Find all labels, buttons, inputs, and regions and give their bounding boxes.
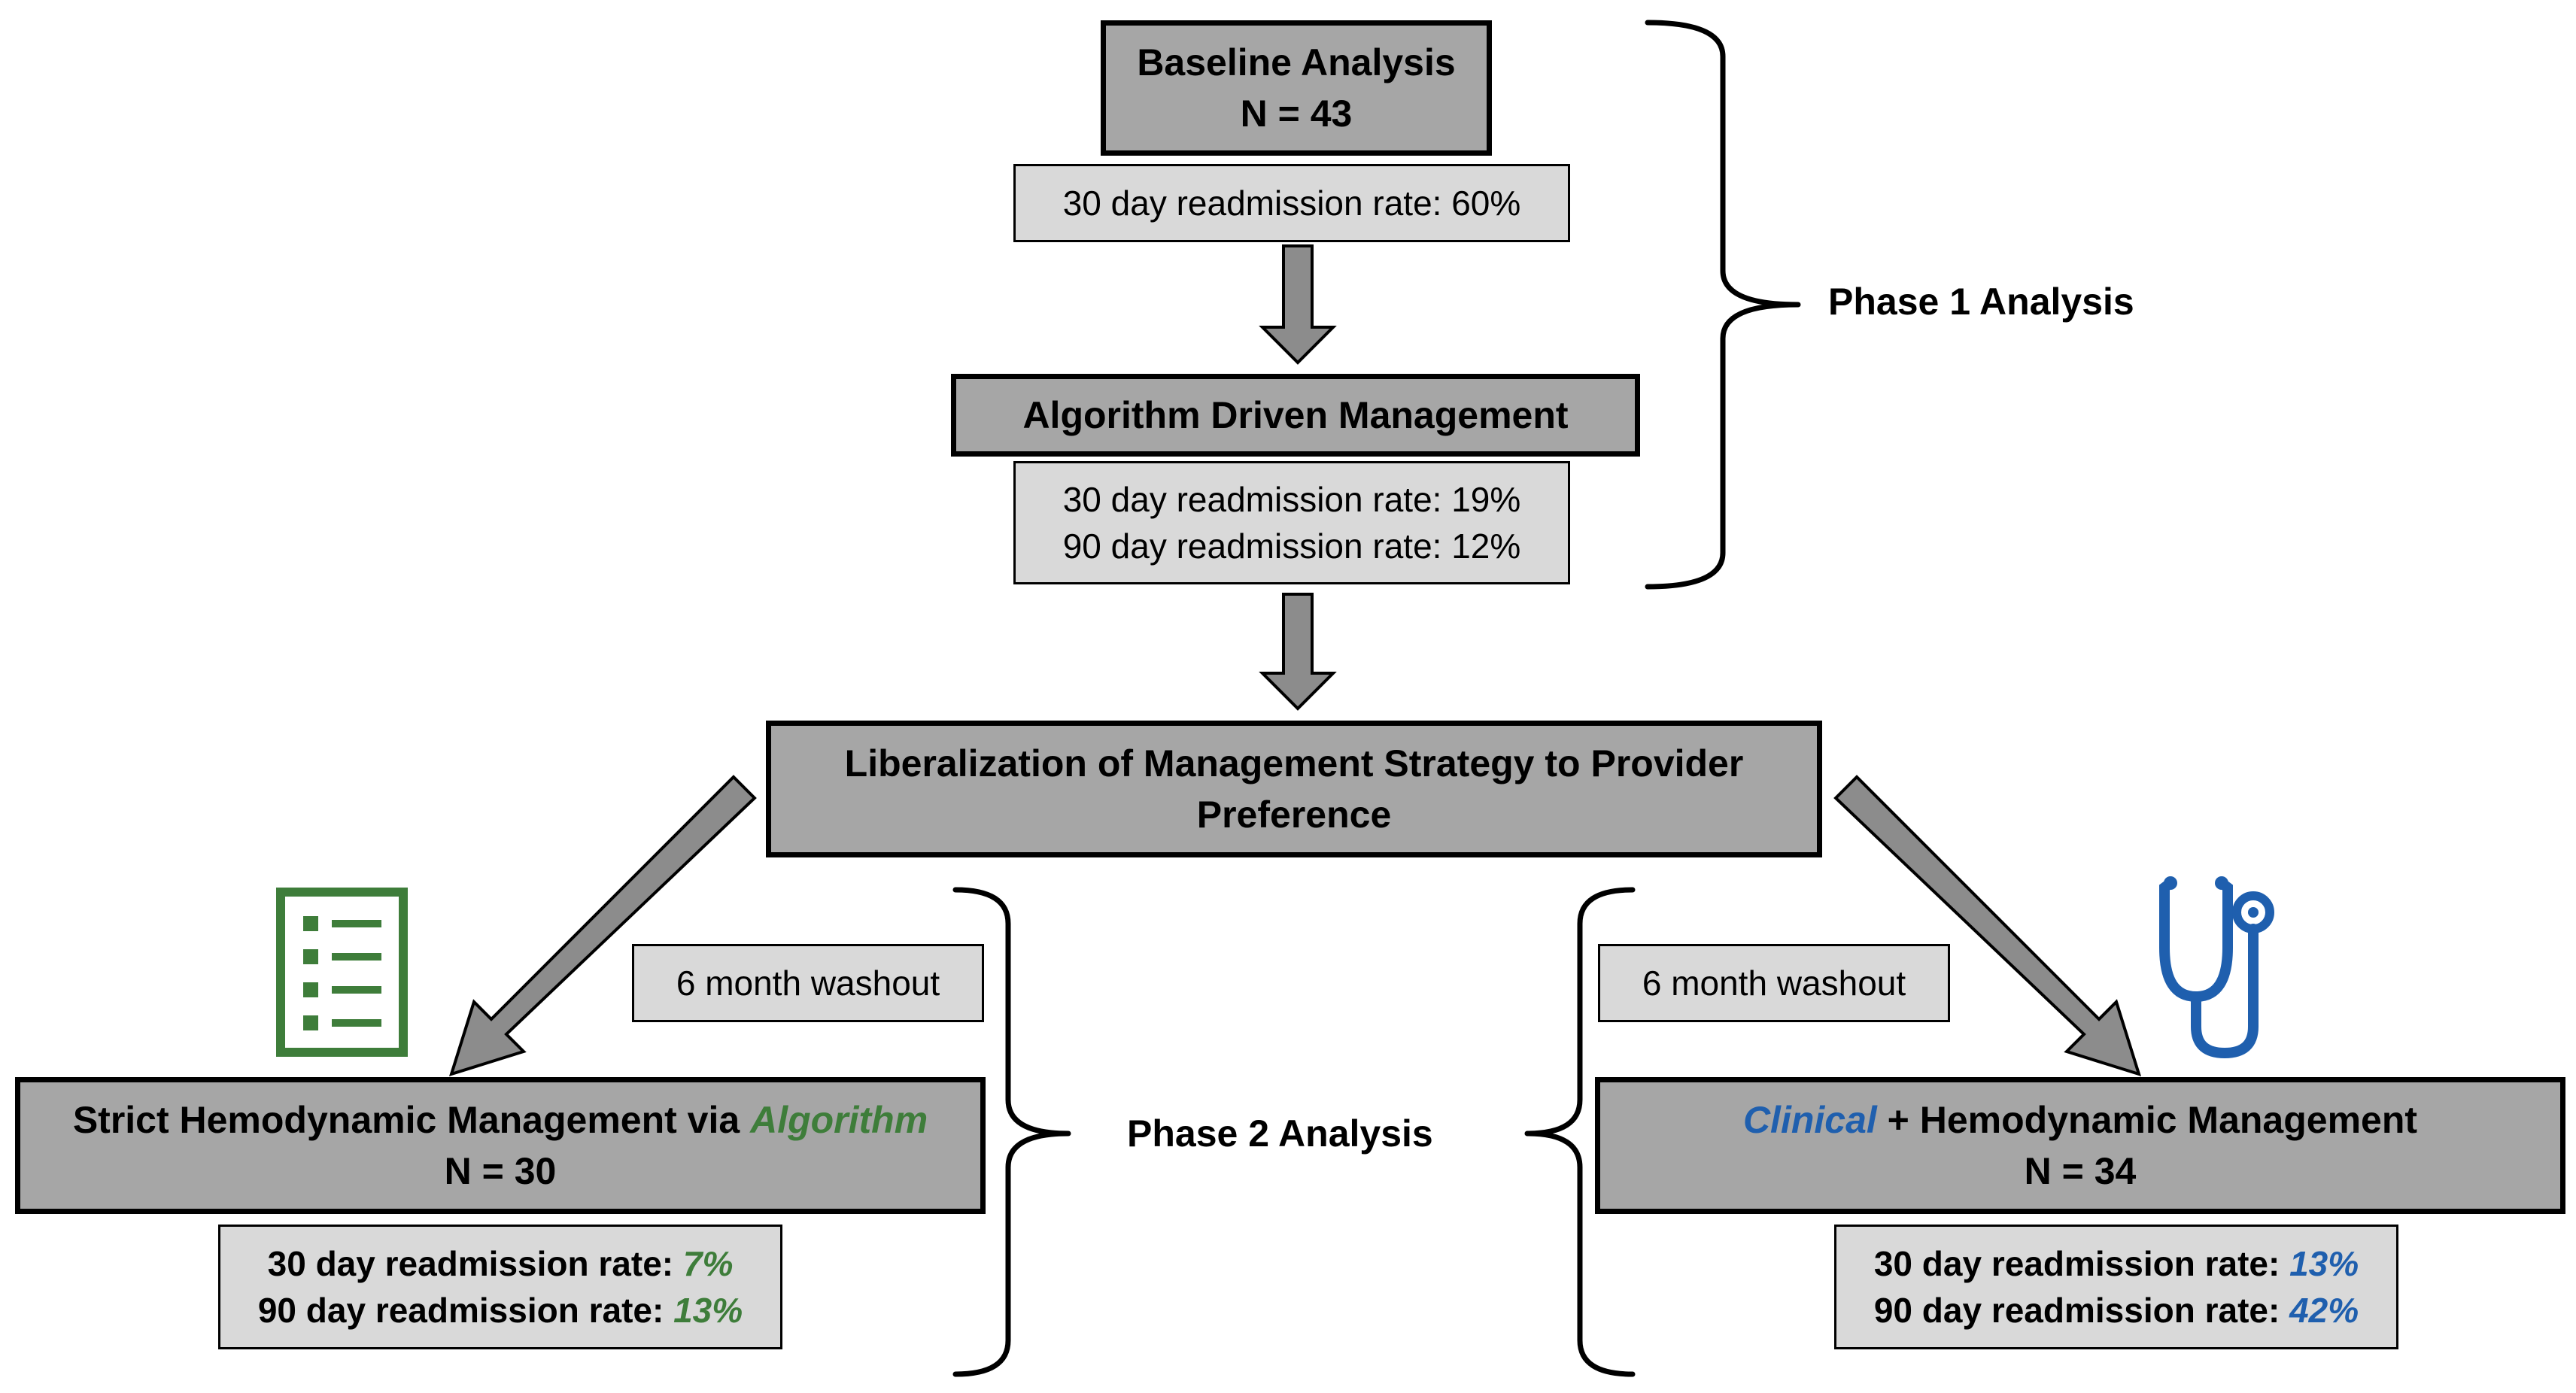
arrow-down-1 [1259,244,1337,365]
washout-left-text: 6 month washout [676,964,940,1003]
strict-rate90: 90 day readmission rate: 13% [258,1287,743,1334]
strict-title: Strict Hemodynamic Management via Algori… [73,1094,928,1146]
phase2-label: Phase 2 Analysis [1127,1112,1433,1155]
phase2-left-brace [952,887,1071,1377]
baseline-box: Baseline Analysis N = 43 [1101,20,1492,156]
strict-rate90-label: 90 day readmission rate: [257,1291,674,1330]
algorithm-rate90: 90 day readmission rate: 12% [1062,527,1521,566]
clinical-rate90-value: 42% [2289,1291,2359,1330]
phase2-right-brace [1524,887,1636,1377]
stethoscope-icon [2159,876,2274,1059]
liberalization-line2: Preference [1196,794,1392,836]
liberalization-box: Liberalization of Management Strategy to… [766,721,1822,857]
washout-right: 6 month washout [1598,944,1950,1022]
arrow-diagonal-right [1833,775,2142,1077]
clinical-rate90-label: 90 day readmission rate: [1873,1291,2290,1330]
clinical-title: Clinical + Hemodynamic Management [1743,1094,2417,1146]
clinical-rate30-label: 30 day readmission rate: [1873,1244,2290,1283]
algorithm-rates-box: 30 day readmission rate: 19% 90 day read… [1013,461,1570,584]
strict-title-prefix: Strict Hemodynamic Management via [72,1099,751,1141]
clinical-rates-box: 30 day readmission rate: 13% 90 day read… [1834,1225,2398,1349]
strict-rate90-value: 13% [673,1291,743,1330]
strict-n: N = 30 [444,1150,557,1192]
clinical-title-suffix: + Hemodynamic Management [1876,1099,2418,1141]
washout-left: 6 month washout [632,944,984,1022]
algorithm-mgmt-box: Algorithm Driven Management [951,374,1640,457]
phase1-brace [1645,20,1801,590]
strict-rate30-value: 7% [682,1244,734,1283]
clinical-box: Clinical + Hemodynamic Management N = 34 [1595,1077,2565,1214]
washout-right-text: 6 month washout [1642,964,1906,1003]
checklist-icon [276,888,408,1057]
algorithm-rate30: 30 day readmission rate: 19% [1062,480,1521,519]
clinical-n: N = 34 [2024,1150,2137,1192]
baseline-title: Baseline Analysis [1137,41,1456,83]
strict-rate30-label: 30 day readmission rate: [267,1244,683,1283]
strict-rates-box: 30 day readmission rate: 7% 90 day readm… [218,1225,782,1349]
strict-box: Strict Hemodynamic Management via Algori… [15,1077,986,1214]
strict-rate30: 30 day readmission rate: 7% [268,1240,734,1287]
clinical-rate30-value: 13% [2289,1244,2359,1283]
arrow-down-2 [1259,593,1337,711]
baseline-n: N = 43 [1240,93,1353,135]
clinical-rate90: 90 day readmission rate: 42% [1874,1287,2359,1334]
arrow-diagonal-left [448,775,757,1077]
strict-title-highlight: Algorithm [750,1099,928,1141]
phase1-label: Phase 1 Analysis [1828,281,2134,323]
baseline-rate30: 30 day readmission rate: 60% [1062,184,1521,223]
algorithm-mgmt-title: Algorithm Driven Management [1022,394,1569,436]
baseline-rate-box: 30 day readmission rate: 60% [1013,164,1570,242]
clinical-title-highlight: Clinical [1742,1099,1877,1141]
clinical-rate30: 30 day readmission rate: 13% [1874,1240,2359,1287]
liberalization-line1: Liberalization of Management Strategy to… [844,742,1744,785]
